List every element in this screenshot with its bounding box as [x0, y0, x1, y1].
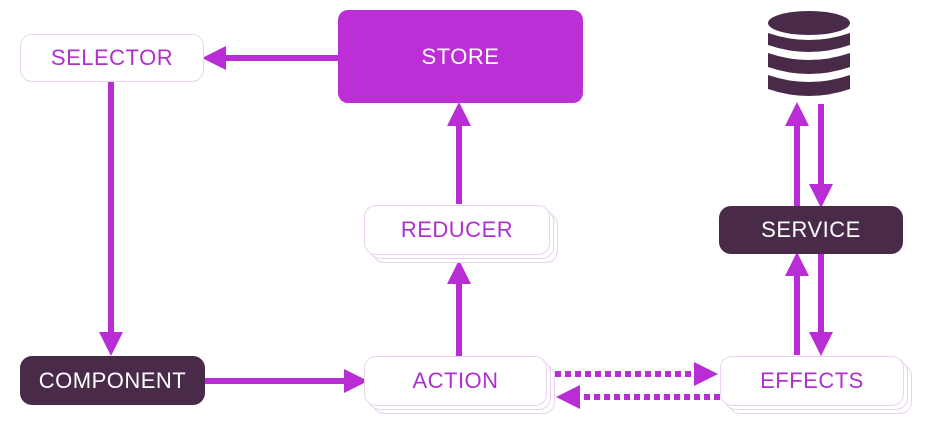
selector-label: SELECTOR [50, 45, 174, 70]
action-label: ACTION [412, 368, 499, 393]
store-label: STORE [421, 43, 500, 69]
service-node: SERVICE [719, 206, 903, 254]
store-node: STORE [338, 10, 583, 103]
effects-node: EFFECTS [720, 356, 904, 406]
database-icon [768, 11, 850, 96]
component-label: COMPONENT [38, 367, 187, 393]
action-node: ACTION [364, 356, 547, 406]
selector-node: SELECTOR [20, 34, 204, 82]
reducer-label: REDUCER [400, 217, 514, 242]
reducer-node: REDUCER [364, 205, 550, 255]
effects-label: EFFECTS [760, 368, 864, 393]
component-node: COMPONENT [20, 356, 205, 405]
service-label: SERVICE [761, 217, 861, 242]
